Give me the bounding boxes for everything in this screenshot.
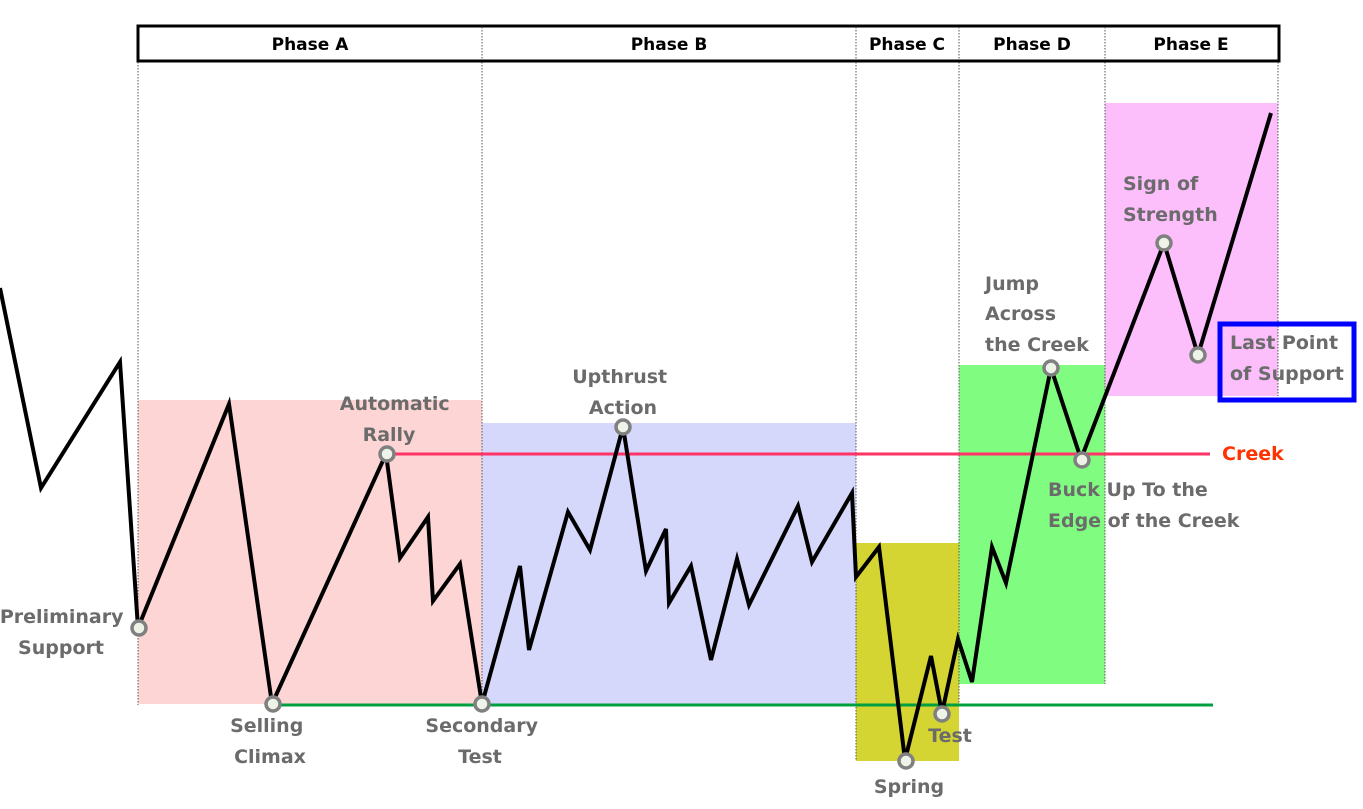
buck-up-label: Buck Up To the Edge of the Creek xyxy=(1048,479,1240,532)
preliminary-support-label: Preliminary Support xyxy=(0,606,130,659)
phase-d-label: Phase D xyxy=(993,35,1071,55)
sign-of-strength-label: Sign of Strength xyxy=(1123,173,1218,226)
phase-a-label: Phase A xyxy=(272,35,350,55)
phase-a-area xyxy=(138,400,482,704)
phase-c-area xyxy=(856,543,959,761)
preliminary-support-point xyxy=(130,619,148,637)
automatic-rally-label: Automatic Rally xyxy=(340,393,456,446)
phase-d-area xyxy=(959,365,1105,684)
spring-point xyxy=(897,752,915,770)
phase-e-label: Phase E xyxy=(1153,35,1228,55)
phase-e-area xyxy=(1105,103,1278,396)
last-point-of-support-point xyxy=(1189,346,1207,364)
jump-across-creek-label: Jump Across the Creek xyxy=(983,273,1089,356)
jump-across-creek-point xyxy=(1042,359,1060,377)
phase-dividers xyxy=(137,62,1279,760)
test-point xyxy=(933,705,951,723)
upthrust-action-label: Upthrust Action xyxy=(572,366,674,419)
selling-climax-point xyxy=(264,695,282,713)
phase-b-label: Phase B xyxy=(631,35,708,55)
price-path xyxy=(0,112,1273,761)
last-point-of-support-highlight-box xyxy=(1217,321,1357,403)
automatic-rally-point xyxy=(378,445,396,463)
buck-up-point xyxy=(1073,451,1091,469)
test-label: Test xyxy=(928,725,972,747)
secondary-test-label: Secondary Test xyxy=(425,715,544,768)
sign-of-strength-point xyxy=(1155,234,1173,252)
phase-header: Phase A Phase B Phase C Phase D Phase E xyxy=(136,24,1281,63)
creek-label: Creek xyxy=(1222,443,1284,465)
phase-c-label: Phase C xyxy=(869,35,945,55)
secondary-test-point xyxy=(473,695,491,713)
spring-label: Spring xyxy=(874,776,944,798)
last-point-of-support-label: Last Point of Support xyxy=(1230,332,1345,385)
upthrust-action-point xyxy=(614,418,632,436)
selling-climax-label: Selling Climax xyxy=(230,715,310,768)
